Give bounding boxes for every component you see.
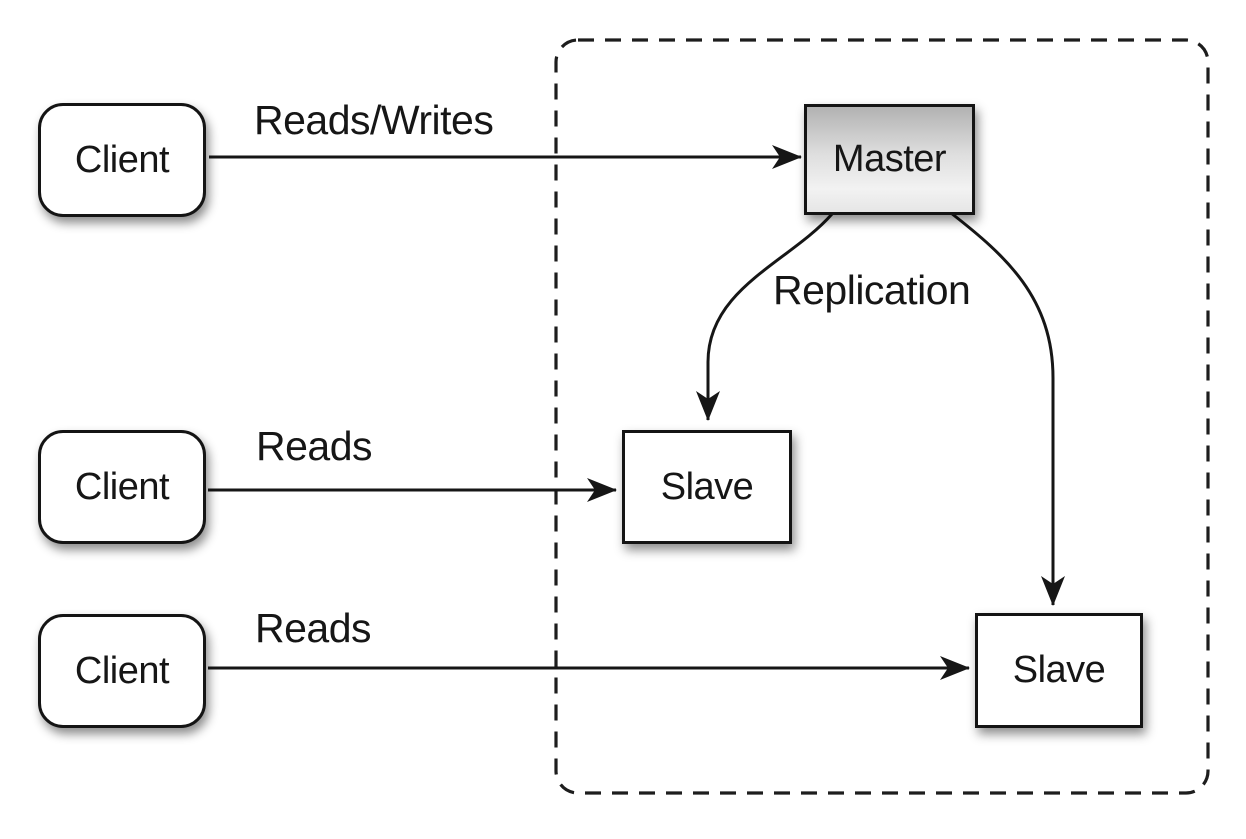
node-master: Master	[804, 104, 975, 215]
arrow-master-to-slave2	[950, 211, 1065, 606]
node-slave-1: Slave	[622, 430, 792, 544]
node-client-3: Client	[38, 614, 206, 728]
cluster-boundary-box	[554, 38, 1210, 795]
node-slave-2: Slave	[975, 613, 1143, 728]
node-master-label: Master	[832, 138, 947, 180]
edge-label-reads-middle: Reads	[256, 423, 373, 469]
node-client-3-label: Client	[74, 649, 170, 692]
node-slave-1-label: Slave	[660, 465, 754, 508]
edge-label-reads-bottom: Reads	[255, 605, 372, 651]
arrow-master-to-slave1	[696, 213, 834, 421]
node-client-1-label: Client	[74, 138, 170, 181]
node-client-2: Client	[38, 430, 206, 544]
edge-label-reads-writes: Reads/Writes	[254, 97, 494, 143]
node-client-1: Client	[38, 103, 206, 217]
node-client-2-label: Client	[74, 465, 170, 508]
node-slave-2-label: Slave	[1012, 649, 1106, 691]
edge-label-replication: Replication	[773, 267, 971, 313]
